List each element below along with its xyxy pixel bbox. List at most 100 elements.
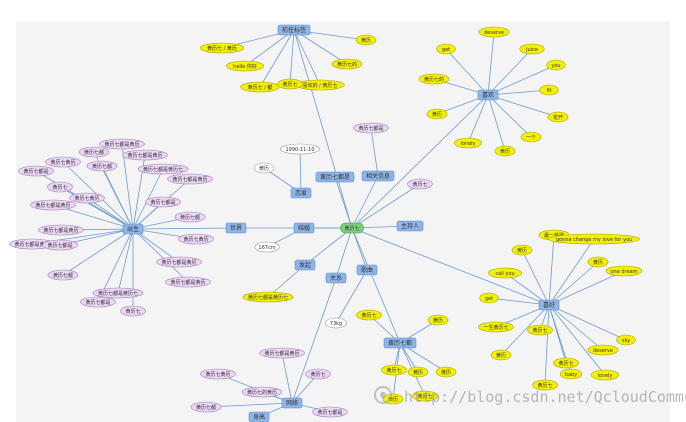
- node-p2[interactable]: 黄历七都: [78, 146, 110, 158]
- node-a2[interactable]: hello 你好: [226, 60, 265, 72]
- node-p8[interactable]: 黄历七都是黄历: [167, 173, 213, 185]
- node-p10[interactable]: 黄历七都是黄历: [30, 199, 76, 211]
- node-d10[interactable]: 黄历七: [532, 379, 558, 391]
- node-e5[interactable]: 黄历七: [356, 309, 382, 321]
- node-t11[interactable]: 出生: [122, 223, 144, 235]
- node-p6[interactable]: 黄历七都: [86, 160, 118, 172]
- node-p13[interactable]: 黄历七都是黄历: [38, 224, 84, 236]
- node-b4[interactable]: you: [546, 59, 566, 71]
- node-shape: [353, 122, 389, 134]
- node-d14[interactable]: 黄历七: [527, 324, 553, 336]
- node-t12[interactable]: 喜好: [538, 299, 560, 311]
- node-e1[interactable]: 黄历: [427, 314, 449, 326]
- node-t15[interactable]: 网络: [281, 397, 303, 409]
- node-b9[interactable]: 黄历: [426, 108, 448, 120]
- node-p21[interactable]: 黄历七都是黄历七: [92, 287, 144, 299]
- node-a6[interactable]: 黄历七 / 都: [240, 81, 280, 93]
- node-t9[interactable]: 关系: [325, 272, 347, 284]
- node-a5[interactable]: 黄历七 / 黄历: [199, 42, 245, 54]
- node-w3[interactable]: 167cm: [254, 241, 280, 253]
- node-p16[interactable]: 黄历七黄历: [178, 233, 214, 245]
- node-c2[interactable]: 黄历七: [407, 178, 433, 190]
- node-a7[interactable]: 黄历七: [277, 78, 303, 90]
- node-d3[interactable]: 黄历: [511, 244, 533, 256]
- node-g5[interactable]: 黄历七都是: [312, 406, 348, 418]
- node-a1[interactable]: 黄历: [355, 34, 377, 46]
- node-p12[interactable]: 黄历七黄历: [69, 192, 105, 204]
- node-w4[interactable]: 73kg: [324, 317, 348, 329]
- node-g4[interactable]: 黄历七都: [190, 401, 222, 413]
- node-b3[interactable]: juice: [519, 43, 545, 55]
- node-b6[interactable]: fit: [539, 84, 559, 96]
- node-t2[interactable]: 喜欢: [477, 89, 499, 101]
- node-b1[interactable]: deserve: [478, 26, 510, 38]
- node-t7[interactable]: 结婚: [293, 222, 315, 234]
- node-g1[interactable]: 黄历七: [305, 368, 331, 380]
- node-e3[interactable]: 黄历: [407, 366, 429, 378]
- node-p11[interactable]: 黄历七都是: [145, 196, 181, 208]
- node-d11[interactable]: baby: [559, 368, 583, 380]
- node-t4[interactable]: 黄历七都是: [315, 171, 355, 183]
- node-t8[interactable]: 发起: [294, 259, 316, 271]
- node-label: 歌曲: [361, 266, 373, 274]
- node-b10[interactable]: lonely: [453, 137, 482, 149]
- node-p14[interactable]: 黄历七都: [174, 211, 206, 223]
- node-d9[interactable]: 黄历七: [553, 357, 579, 369]
- node-p5[interactable]: 黄历七都是黄历七: [137, 163, 189, 175]
- node-e4[interactable]: 黄历: [435, 366, 457, 378]
- node-e2[interactable]: 黄历七: [381, 364, 407, 376]
- node-label: 黄历: [433, 317, 443, 324]
- node-center[interactable]: 黄历七: [340, 222, 364, 234]
- node-t16[interactable]: 世界: [225, 222, 247, 234]
- node-p3[interactable]: 黄历七都是黄历: [122, 149, 168, 161]
- node-d2[interactable]: gonna change my love for you: [548, 233, 640, 245]
- node-t10[interactable]: 歌曲: [356, 264, 378, 276]
- node-b7[interactable]: 花开: [547, 111, 569, 123]
- node-d12[interactable]: get: [479, 292, 499, 304]
- node-p22[interactable]: 黄历七都是: [80, 296, 116, 308]
- node-c1[interactable]: 黄历七都是: [353, 122, 389, 134]
- node-d5[interactable]: 黄历: [587, 256, 609, 268]
- node-d7[interactable]: deserve: [587, 344, 619, 356]
- node-f1[interactable]: 黄历七都是黄历七: [242, 291, 294, 303]
- node-label: gonna change my love for you: [556, 237, 632, 243]
- node-g6[interactable]: 黄历七的黄历: [241, 386, 283, 398]
- node-g2[interactable]: 黄历七都是黄历: [259, 347, 305, 359]
- node-p19[interactable]: 黄历七都: [47, 269, 79, 281]
- node-p1[interactable]: 黄历七都是黄历: [99, 138, 145, 150]
- node-p23[interactable]: 黄历七: [120, 305, 146, 317]
- node-d16[interactable]: 黄历: [490, 349, 512, 361]
- node-b8[interactable]: 一个: [520, 131, 542, 143]
- node-b5[interactable]: 黄历七的: [418, 73, 450, 85]
- node-p4[interactable]: 黄历七黄历: [45, 156, 81, 168]
- node-w1[interactable]: 1990-11-10: [280, 143, 320, 155]
- node-t6[interactable]: 主持人: [396, 220, 424, 232]
- node-t1[interactable]: 前任标签: [277, 24, 311, 36]
- node-e7[interactable]: 黄历七: [412, 390, 438, 402]
- node-a3[interactable]: 黄历七的: [331, 58, 363, 70]
- edge-center-t2: [351, 94, 489, 229]
- node-p18[interactable]: 黄历七都是黄历: [156, 256, 202, 268]
- node-t14[interactable]: 身高: [248, 411, 270, 422]
- node-d8[interactable]: lovely: [590, 369, 619, 381]
- node-p17[interactable]: 黄历七都是: [42, 239, 78, 251]
- node-t3[interactable]: 恋爱: [290, 187, 312, 199]
- node-p20[interactable]: 黄历七都是黄历: [165, 276, 211, 288]
- node-b2[interactable]: get: [436, 43, 456, 55]
- watermark-logo-icon: [374, 386, 392, 404]
- node-d15[interactable]: 一生黄历七: [478, 321, 514, 333]
- node-g3[interactable]: 黄历七黄历: [200, 368, 236, 380]
- node-t13[interactable]: 黄历七都: [383, 337, 417, 349]
- node-a4[interactable]: 喜欢的 / 黄历七: [295, 79, 345, 91]
- node-t5[interactable]: 相关信息: [361, 170, 395, 182]
- node-p7[interactable]: 黄历七都是: [18, 165, 54, 177]
- node-d13[interactable]: call you: [488, 267, 522, 279]
- node-p9[interactable]: 黄历七: [47, 181, 73, 193]
- node-shape: [290, 187, 312, 199]
- node-label: 黄历七都是黄历七: [98, 290, 138, 297]
- node-b11[interactable]: 黄历: [494, 145, 516, 157]
- node-d4[interactable]: one dream: [605, 265, 643, 277]
- node-d6[interactable]: sky: [616, 334, 636, 346]
- node-w2[interactable]: 黄历: [253, 162, 275, 174]
